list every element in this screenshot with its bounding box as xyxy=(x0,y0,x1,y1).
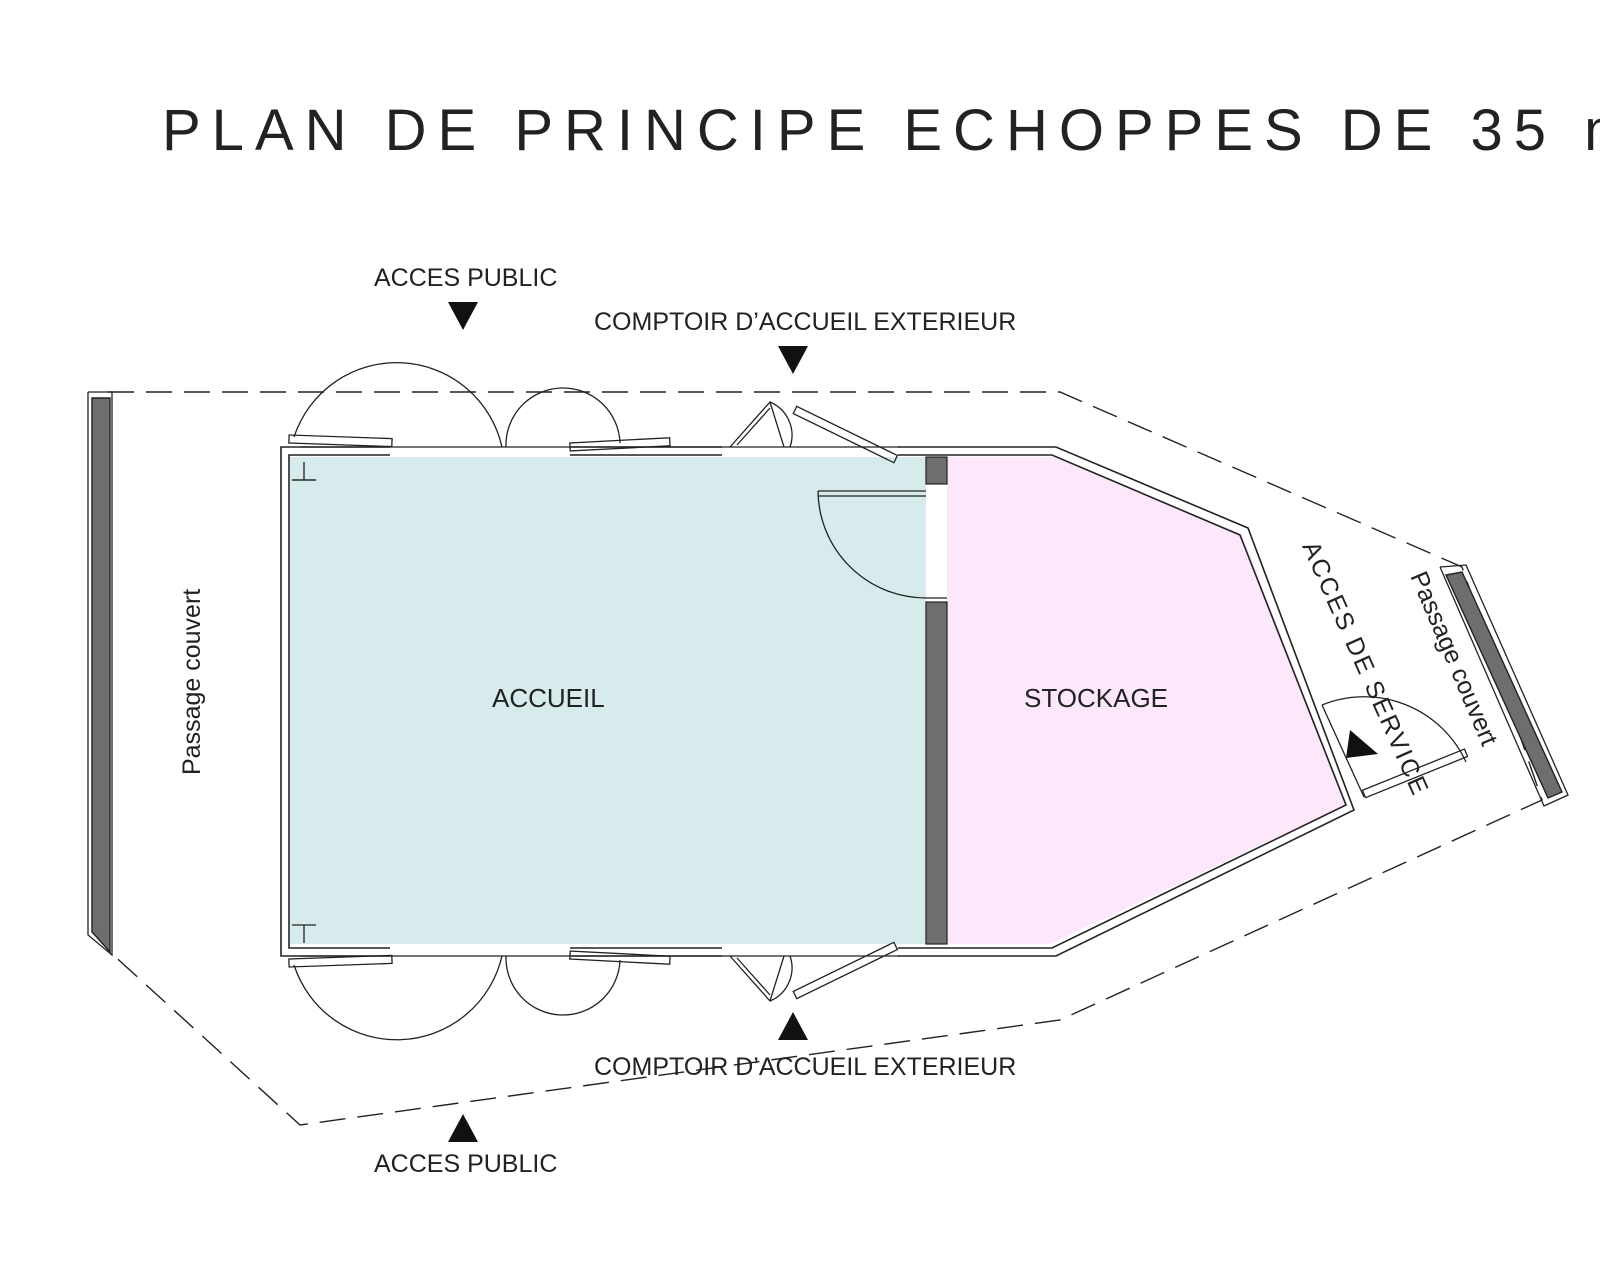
top-counter-swing xyxy=(769,401,793,448)
passage-left-label: Passage couvert xyxy=(178,589,206,775)
right-passage-beam-frame xyxy=(1439,564,1569,807)
acces-public-top-arrow xyxy=(448,302,478,330)
inner-wall-right xyxy=(898,454,1348,949)
inner-wall-left xyxy=(288,454,390,949)
left-passage-beam xyxy=(91,397,111,954)
top-counter-window-left xyxy=(729,400,785,448)
top-door-swing-small xyxy=(505,387,621,448)
right-passage-beam xyxy=(1444,571,1563,799)
partition-wall-top xyxy=(925,456,948,485)
stockage-room-label: STOCKAGE xyxy=(1024,683,1168,713)
accueil-room xyxy=(290,457,926,944)
bottom-door-leaf-left xyxy=(288,954,393,968)
acces-public-bottom-label: ACCES PUBLIC xyxy=(374,1150,557,1178)
acces-public-top-label: ACCES PUBLIC xyxy=(374,264,557,292)
plan-title: PLAN DE PRINCIPE ECHOPPES DE 35 m2 xyxy=(162,97,1600,163)
partition-door-swing xyxy=(817,490,927,599)
comptoir-top-arrow xyxy=(778,346,808,374)
left-passage-beam-frame xyxy=(87,391,113,957)
accueil-room-label: ACCUEIL xyxy=(492,683,605,713)
top-door-leaf-left xyxy=(288,434,393,448)
bottom-counter-swing xyxy=(769,955,793,1002)
bottom-counter-window-right xyxy=(792,941,899,1000)
service-door-leaf xyxy=(1361,748,1469,799)
comptoir-bottom-label: COMPTOIR D’ACCUEIL EXTERIEUR xyxy=(594,1053,1016,1081)
top-counter-window-left-inner xyxy=(736,407,771,446)
acces-service-arrow xyxy=(1346,730,1378,758)
top-door-swing-big xyxy=(293,362,503,448)
bottom-door-swing-small xyxy=(505,955,621,1016)
bottom-counter-window-left xyxy=(729,955,785,1003)
outer-wall-right xyxy=(898,446,1356,957)
bottom-door-swing-big xyxy=(293,955,503,1041)
partition-wall-main xyxy=(925,601,948,945)
service-door-swing xyxy=(1321,696,1467,763)
top-counter-window-right xyxy=(792,405,899,464)
stockage-room xyxy=(947,457,1347,944)
service-door-jamb xyxy=(1321,704,1365,798)
acces-public-bottom-arrow xyxy=(448,1114,478,1142)
bottom-counter-window-left-inner xyxy=(736,957,771,996)
comptoir-top-label: COMPTOIR D’ACCUEIL EXTERIEUR xyxy=(594,308,1016,336)
comptoir-bottom-arrow xyxy=(778,1012,808,1040)
plan-title-text: PLAN DE PRINCIPE ECHOPPES DE 35 m xyxy=(162,98,1600,163)
